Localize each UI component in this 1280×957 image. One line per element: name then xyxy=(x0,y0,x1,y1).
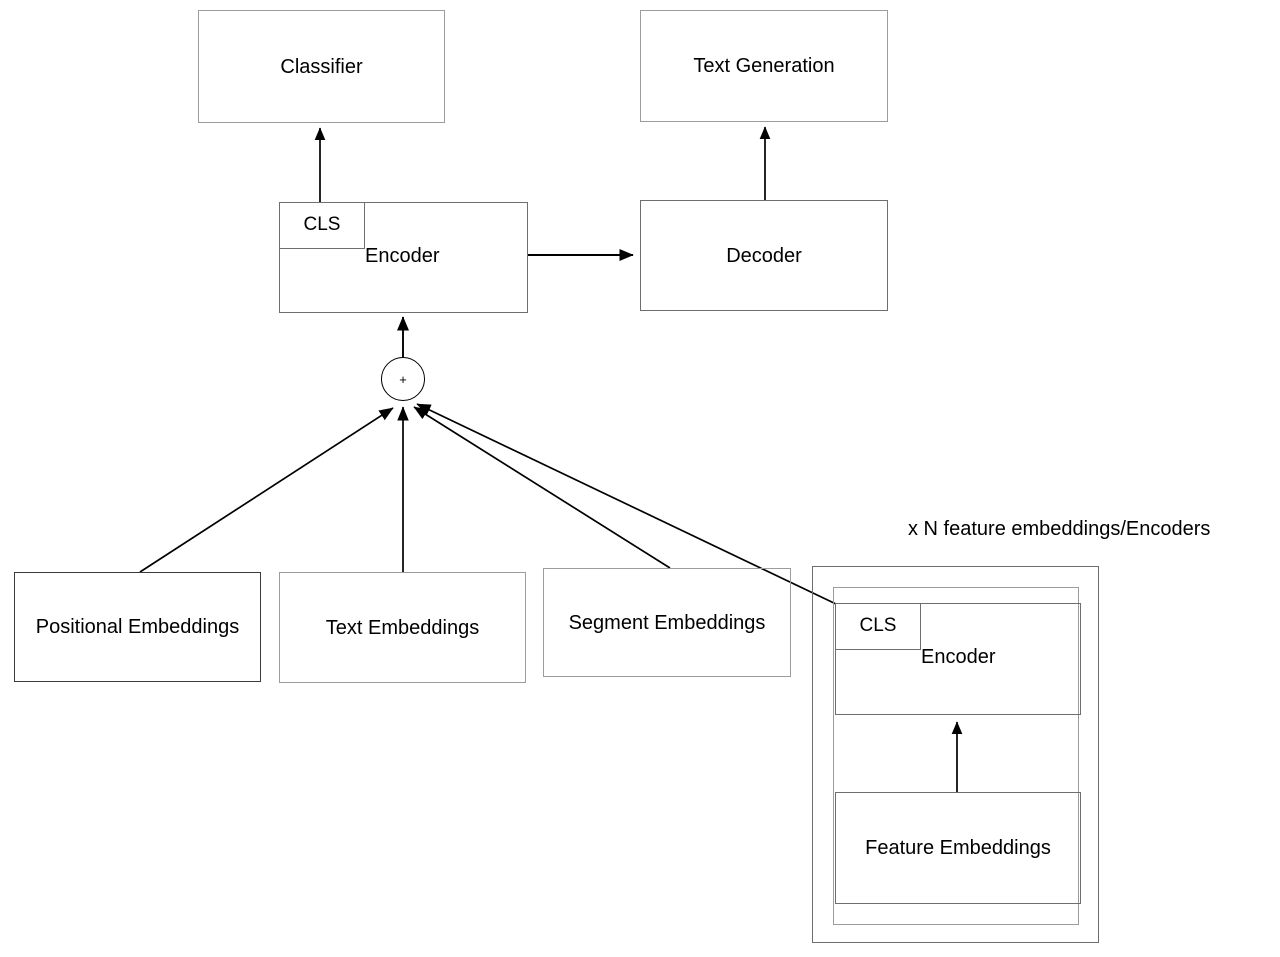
feature-group-outer-box[interactable]: CLS Encoder Feature Embeddings xyxy=(812,566,1099,943)
encoder-main-label: Encoder xyxy=(365,245,440,267)
feature-encoder-box[interactable]: CLS Encoder xyxy=(835,603,1081,715)
decoder-box[interactable]: Decoder xyxy=(640,200,888,311)
feature-embeddings-label: Feature Embeddings xyxy=(865,837,1051,859)
edge-positional-to-sum xyxy=(139,407,394,573)
feature-group-inner-box[interactable]: CLS Encoder Feature Embeddings xyxy=(833,587,1081,925)
encoder-main-box[interactable]: CLS Encoder xyxy=(279,202,528,313)
text-embeddings-label: Text Embeddings xyxy=(325,616,480,639)
classifier-box[interactable]: Classifier xyxy=(198,10,445,123)
decoder-label: Decoder xyxy=(726,244,802,267)
feature-embeddings-box[interactable]: Feature Embeddings xyxy=(835,792,1081,904)
positional-embeddings-box[interactable]: Positional Embeddings xyxy=(14,572,261,682)
feature-group-caption: x N feature embeddings/Encoders xyxy=(908,518,1211,540)
positional-embeddings-label: Positional Embeddings xyxy=(35,616,240,638)
feature-encoder-cls-label: CLS xyxy=(859,615,897,637)
segment-embeddings-label: Segment Embeddings xyxy=(568,611,766,634)
encoder-main-cls-box[interactable]: CLS xyxy=(279,202,365,249)
segment-embeddings-box[interactable]: Segment Embeddings xyxy=(543,568,791,677)
sum-node[interactable]: + xyxy=(381,357,425,401)
text-generation-label: Text Generation xyxy=(693,55,835,77)
text-generation-box[interactable]: Text Generation xyxy=(640,10,888,122)
edge-segment-to-sum xyxy=(413,406,671,569)
encoder-main-cls-label: CLS xyxy=(303,214,341,236)
text-embeddings-box[interactable]: Text Embeddings xyxy=(279,572,526,683)
feature-encoder-cls-box[interactable]: CLS xyxy=(835,603,921,650)
edge-feature-group-to-sum xyxy=(416,403,837,605)
feature-encoder-label: Encoder xyxy=(921,646,996,668)
classifier-label: Classifier xyxy=(280,55,363,78)
sum-node-label: + xyxy=(399,371,407,387)
